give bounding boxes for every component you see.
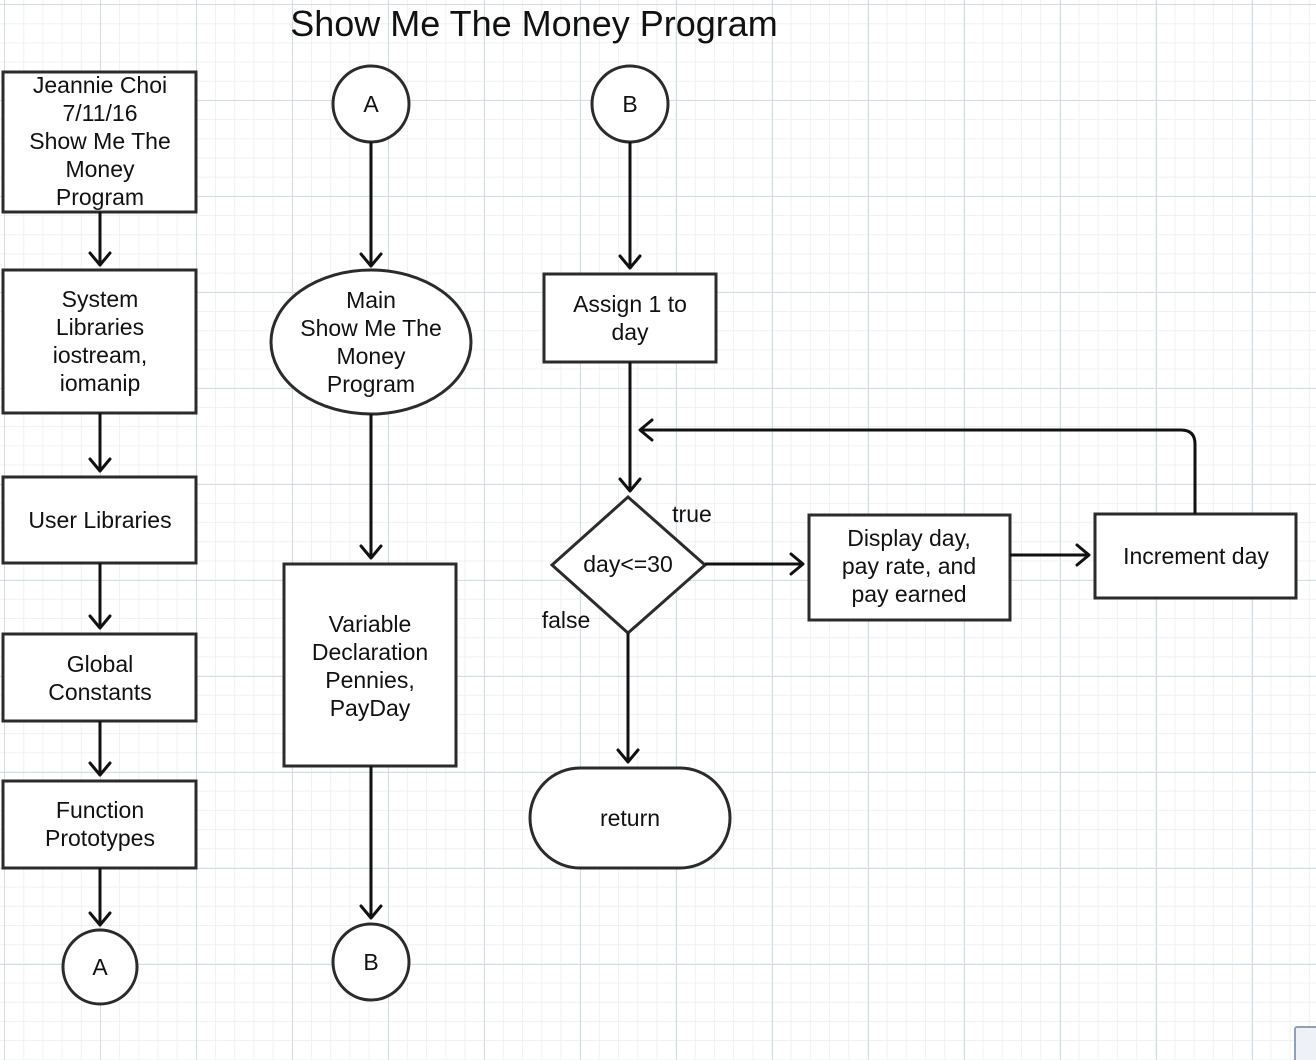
return-terminal-text: return — [600, 805, 660, 831]
node-text-line: Function — [56, 797, 144, 823]
user-libraries-text: User Libraries — [28, 507, 171, 533]
node-text-line: PayDay — [330, 695, 411, 721]
arrowhead — [359, 544, 383, 560]
node-text-line: System — [62, 286, 139, 312]
edge-loop-back — [640, 428, 1197, 514]
node-text-line: 7/11/16 — [62, 100, 137, 126]
node-text-line: Constants — [48, 679, 152, 705]
false-label: false — [542, 607, 591, 633]
node-text-line: Pennies, — [325, 667, 415, 693]
connector-b-top[interactable]: B — [590, 64, 670, 144]
arrowhead — [618, 254, 642, 270]
node-text-line: return — [600, 805, 660, 831]
arrowhead — [638, 418, 654, 442]
node-text-line: Display day, — [847, 525, 971, 551]
connector-a-bottom[interactable]: A — [61, 928, 139, 1006]
arrowhead — [88, 911, 112, 927]
node-text-line: Show Me The — [300, 315, 441, 341]
return-terminal[interactable]: return — [528, 766, 732, 870]
node-text-line: pay earned — [851, 581, 966, 607]
node-text-line: B — [622, 91, 637, 117]
node-text-line: Variable — [329, 611, 412, 637]
connector-a-bottom-text: A — [92, 954, 108, 980]
arrowhead — [359, 252, 383, 268]
arrowhead — [618, 477, 642, 493]
node-text-line: day — [611, 319, 649, 345]
node-text-line: Program — [56, 184, 144, 210]
increment-box-text: Increment day — [1123, 543, 1269, 569]
connector-b-top-text: B — [622, 91, 637, 117]
corner-panel-handle[interactable] — [1294, 1026, 1316, 1060]
connector-b-bottom[interactable]: B — [331, 922, 411, 1002]
node-text-line: User Libraries — [28, 507, 171, 533]
arrowhead — [1075, 543, 1091, 567]
user-libraries-box[interactable]: User Libraries — [1, 475, 198, 565]
node-text-line: Show Me The — [29, 128, 170, 154]
node-text-line: Global — [67, 651, 133, 677]
node-text-line: Increment day — [1123, 543, 1269, 569]
node-text-line: Libraries — [56, 314, 144, 340]
node-text-line: iostream, — [53, 342, 148, 368]
connector-b-bottom-text: B — [363, 949, 378, 975]
node-text-line: Prototypes — [45, 825, 155, 851]
connector-a-top-text: A — [363, 91, 379, 117]
arrowhead — [88, 614, 112, 630]
decision-text: day<=30 — [583, 551, 673, 577]
node-text-line: Money — [65, 156, 135, 182]
true-label: true — [672, 501, 712, 527]
arrowhead — [359, 904, 383, 920]
node-text-line: day<=30 — [583, 551, 673, 577]
node-text-line: pay rate, and — [842, 553, 976, 579]
node-text-line: Program — [327, 371, 415, 397]
arrowhead — [88, 251, 112, 267]
node-text-line: Assign 1 to — [573, 291, 687, 317]
increment-box[interactable]: Increment day — [1093, 512, 1298, 600]
arrowhead — [88, 761, 112, 777]
node-text-line: Main — [346, 287, 396, 313]
node-text-line: Declaration — [312, 639, 428, 665]
node-text-line: iomanip — [60, 370, 141, 396]
node-text-line: A — [363, 91, 379, 117]
node-text-line: Jeannie Choi — [33, 72, 167, 98]
node-text-line: Money — [336, 343, 406, 369]
arrowhead — [789, 552, 805, 576]
connector-a-top[interactable]: A — [331, 64, 411, 144]
node-text-line: B — [363, 949, 378, 975]
arrowhead — [88, 457, 112, 473]
diagram-title: Show Me The Money Program — [290, 3, 778, 44]
arrowhead — [616, 748, 640, 764]
node-text-line: A — [92, 954, 108, 980]
